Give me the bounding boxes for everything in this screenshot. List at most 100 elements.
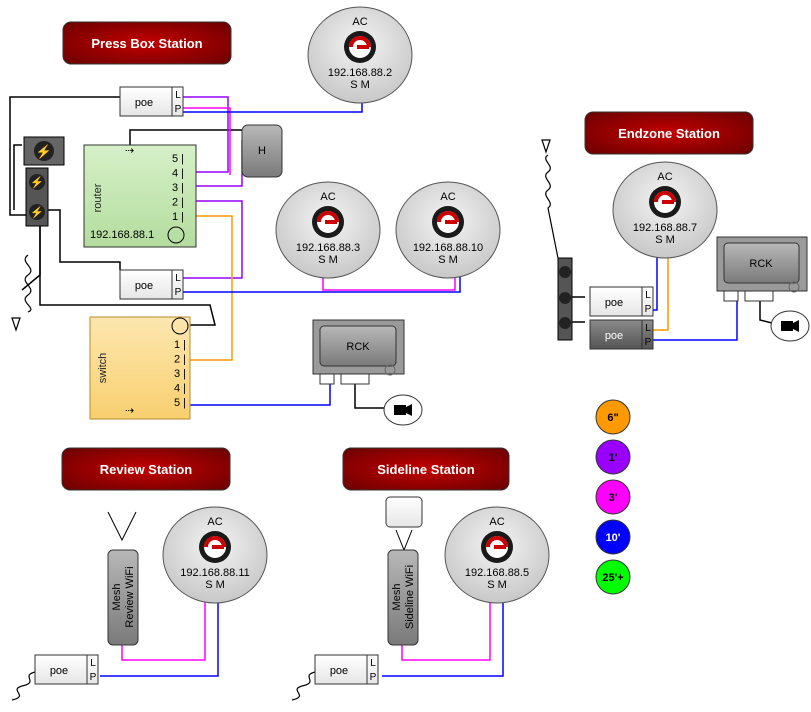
svg-text:Mesh: Mesh [111, 584, 123, 611]
poe-l-port: L [175, 90, 181, 101]
poe-l-port: L [645, 323, 651, 334]
switch-port: 4 | [174, 383, 186, 395]
station-title-endzone: Endzone Station [584, 111, 754, 155]
legend-item: 10' [595, 519, 631, 555]
switch-port: 1 | [174, 339, 186, 351]
poe-injector: poe LP [589, 319, 654, 350]
ac-label: AC [489, 516, 504, 528]
brand-logo-icon [432, 206, 464, 238]
rck-endzone: RCK [716, 236, 808, 302]
coiled-cable-press-box [11, 254, 32, 332]
svg-text:Press Box Station: Press Box Station [91, 36, 202, 51]
station-title-press-box: Press Box Station [62, 21, 232, 65]
svg-text:Review Station: Review Station [100, 462, 193, 477]
svg-text:⚡: ⚡ [30, 206, 44, 219]
svg-text:Review WiFi: Review WiFi [124, 566, 136, 627]
legend-item: 3' [595, 479, 631, 515]
rck-press-box: RCK [312, 319, 405, 385]
ac-label: AC [320, 191, 335, 203]
poe-l-port: L [370, 658, 376, 669]
camera-icon [383, 394, 423, 426]
poe-label: poe [135, 97, 153, 109]
poe-label: poe [605, 297, 623, 309]
legend-label: 3' [609, 492, 618, 504]
ac-ip: 192.168.88.5 [465, 567, 529, 579]
cable-length-legend: 6" 1' 3' 10' 25'+ [595, 399, 631, 595]
coiled-cable-sideline [291, 671, 316, 701]
camera-icon [770, 310, 810, 342]
svg-text:Sideline Station: Sideline Station [377, 462, 475, 477]
ac-label: AC [440, 191, 455, 203]
ac-label: AC [657, 171, 672, 183]
legend-label: 10' [606, 532, 621, 544]
access-controller: AC 192.168.88.3S M [275, 181, 381, 279]
poe-p-port: P [175, 287, 182, 298]
ac-ports: S M [487, 579, 507, 591]
station-title-sideline: Sideline Station [342, 447, 510, 491]
router-port: 2 | [172, 197, 184, 209]
router-port: 3 | [172, 182, 184, 194]
legend-item: 25'+ [595, 559, 631, 595]
coiled-cable-review [11, 671, 36, 701]
brand-logo-icon [481, 531, 513, 563]
poe-p-port: P [90, 672, 97, 683]
brand-logo-icon [199, 531, 231, 563]
poe-p-port: P [645, 337, 652, 348]
poe-label: poe [50, 665, 68, 677]
svg-text:switch: switch [97, 353, 109, 384]
access-controller: AC 192.168.88.5S M [444, 506, 550, 604]
svg-text:192.168.88.1: 192.168.88.1 [90, 229, 154, 241]
ac-ports: S M [318, 254, 338, 266]
legend-label: 6" [607, 412, 618, 424]
ac-label: AC [352, 16, 367, 28]
ac-ports: S M [205, 579, 225, 591]
cables [9, 90, 781, 677]
legend-item: 1' [595, 439, 631, 475]
poe-p-port: P [645, 304, 652, 315]
coiled-cable-endzone [541, 139, 559, 259]
hub: H [241, 124, 283, 178]
ac-ip: 192.168.88.7 [633, 222, 697, 234]
legend-label: 1' [609, 452, 618, 464]
poe-label: poe [330, 665, 348, 677]
poe-l-port: L [175, 273, 181, 284]
switch: switch ⇢ 1 |2 |3 |4 |5 | [89, 316, 191, 420]
router-port: 4 | [172, 168, 184, 180]
access-controller: AC 192.168.88.7S M [612, 161, 718, 259]
svg-text:⚡: ⚡ [36, 144, 52, 160]
poe-label: poe [605, 330, 623, 342]
router: router 192.168.88.1 ⇢ 5 |4 |3 |2 |1 | [83, 144, 197, 248]
brand-logo-icon [649, 186, 681, 218]
svg-text:Mesh: Mesh [391, 584, 403, 611]
legend-label: 25'+ [602, 572, 623, 584]
svg-text:RCK: RCK [749, 258, 773, 270]
ac-ip: 192.168.88.11 [180, 567, 250, 579]
poe-label: poe [135, 280, 153, 292]
poe-injector: poe LP [314, 654, 379, 685]
legend-item: 6" [595, 399, 631, 435]
ac-ip: 192.168.88.2 [328, 67, 392, 79]
ac-ip: 192.168.88.3 [296, 242, 360, 254]
ac-ports: S M [655, 234, 675, 246]
router-port: 5 | [172, 153, 184, 165]
switch-port: 3 | [174, 368, 186, 380]
brand-logo-icon [312, 206, 344, 238]
brand-logo-icon [344, 31, 376, 63]
svg-text:RCK: RCK [346, 341, 370, 353]
station-title-review: Review Station [61, 447, 231, 491]
poe-p-port: P [370, 672, 377, 683]
switch-port: 5 | [174, 397, 186, 409]
svg-text:Endzone Station: Endzone Station [618, 126, 720, 141]
svg-text:⇢: ⇢ [125, 405, 134, 417]
svg-text:Sideline WiFi: Sideline WiFi [404, 565, 416, 629]
svg-text:⚡: ⚡ [30, 176, 44, 189]
router-port: 1 | [172, 211, 184, 223]
